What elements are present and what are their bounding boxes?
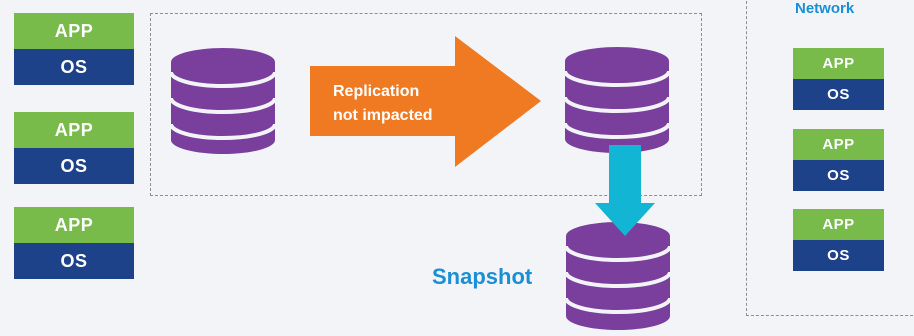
network-boundary xyxy=(746,0,914,316)
app-block: APP xyxy=(14,13,134,49)
replica-database-icon xyxy=(563,47,671,153)
replication-label-line2: not impacted xyxy=(333,107,433,124)
vm-stack-left-3: APP OS xyxy=(14,207,134,279)
app-block: APP xyxy=(793,129,884,160)
source-database-icon xyxy=(169,48,277,154)
vm-stack-right-3: APP OS xyxy=(793,209,884,271)
os-block: OS xyxy=(793,160,884,191)
replication-boundary xyxy=(150,13,702,196)
os-block: OS xyxy=(14,243,134,279)
app-block: APP xyxy=(793,48,884,79)
network-label: Network xyxy=(795,0,855,17)
os-block: OS xyxy=(793,79,884,110)
os-block: OS xyxy=(793,240,884,271)
replication-label: Replication not impacted xyxy=(333,80,433,128)
replication-arrow xyxy=(310,36,541,167)
vm-stack-left-1: APP OS xyxy=(14,13,134,85)
snapshot-arrow xyxy=(595,145,655,236)
app-block: APP xyxy=(14,207,134,243)
vm-stack-right-2: APP OS xyxy=(793,129,884,191)
vm-stack-left-2: APP OS xyxy=(14,112,134,184)
snapshot-database-icon xyxy=(564,222,672,330)
vm-stack-right-1: APP OS xyxy=(793,48,884,110)
replication-label-line1: Replication xyxy=(333,83,420,100)
os-block: OS xyxy=(14,148,134,184)
app-block: APP xyxy=(14,112,134,148)
app-block: APP xyxy=(793,209,884,240)
snapshot-label: Snapshot xyxy=(432,264,533,289)
os-block: OS xyxy=(14,49,134,85)
